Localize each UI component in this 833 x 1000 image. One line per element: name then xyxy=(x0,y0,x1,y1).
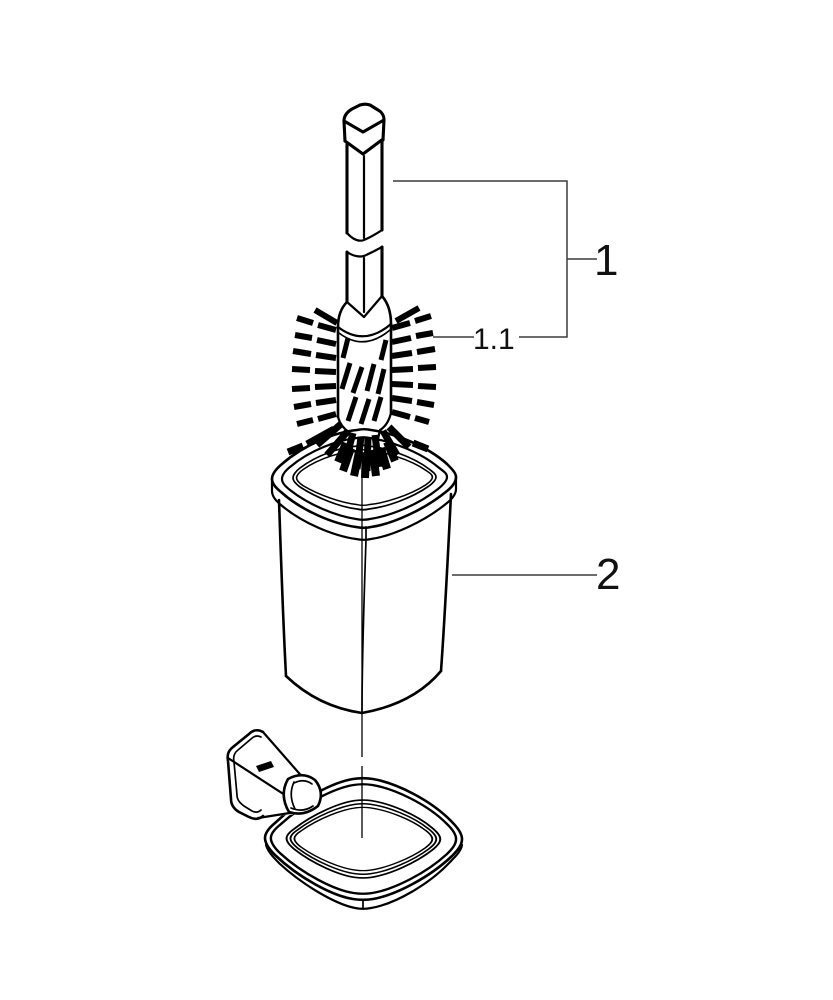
bracket-wall-plate-outline xyxy=(226,728,265,821)
shaft-break-lower xyxy=(345,245,384,258)
handle-cap-crease xyxy=(342,118,386,134)
bracket-taper-top-edge xyxy=(261,730,307,782)
handle-cap-outline xyxy=(342,102,386,143)
toilet-brush xyxy=(286,102,437,479)
brush-bristles-front xyxy=(339,337,389,425)
holder-ring xyxy=(263,776,464,910)
ring-outer-edge xyxy=(263,776,464,902)
brush-bristles-bottom-cluster xyxy=(334,440,399,479)
shaft-break-upper xyxy=(345,228,384,242)
callout-1-1-label: 1.1 xyxy=(473,323,515,356)
brush-handle xyxy=(342,102,386,319)
brush-head-shoulder-left xyxy=(336,300,349,329)
callout-2-label: 2 xyxy=(596,550,620,599)
ring-opening-inner xyxy=(293,806,434,872)
bracket-taper-mid-edge xyxy=(226,756,290,799)
wall-mount-bracket xyxy=(225,728,323,821)
callouts: 1 1.1 2 xyxy=(393,180,620,599)
bracket-collar-inner-arc-bottom xyxy=(290,805,314,811)
container-body-left-edge xyxy=(277,498,288,678)
brush-head xyxy=(286,294,437,479)
brush-bristles-right xyxy=(391,305,437,425)
container-body-bottom xyxy=(284,669,443,715)
bracket-collar-inner-arc-top xyxy=(293,779,313,785)
shaft-bottom-v xyxy=(345,294,384,319)
bracket-collar-band-line xyxy=(290,781,296,810)
brush-head-seam-lower xyxy=(338,329,391,343)
callout-1-label: 1 xyxy=(594,236,618,285)
bracket-logo-slot xyxy=(256,761,274,772)
brush-bristles-left xyxy=(291,307,339,427)
handle-cap-bottom xyxy=(343,137,385,156)
bracket-wall-plate-inner-line xyxy=(232,735,262,813)
callout-1-bracket-line xyxy=(393,180,568,338)
brush-head-shoulder-right xyxy=(380,294,393,326)
brush-head-seam-upper xyxy=(336,322,393,338)
ring-opening-mid xyxy=(289,802,438,876)
container-body-right-edge xyxy=(439,492,453,673)
